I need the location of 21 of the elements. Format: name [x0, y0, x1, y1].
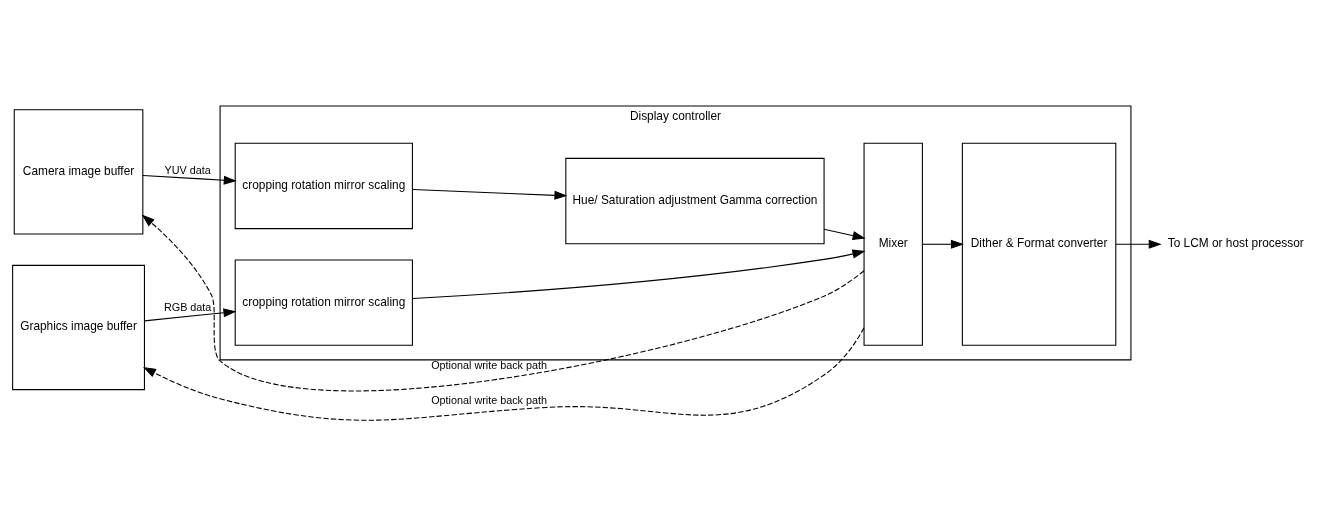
arrow — [143, 326, 865, 421]
arrow — [922, 239, 964, 249]
node-text: To LCM or host processor — [1167, 235, 1304, 250]
edge-label: Optional write back path — [431, 393, 548, 406]
node-box: Camera image buffer — [13, 108, 144, 235]
arrow — [823, 228, 866, 240]
arrow — [141, 214, 865, 391]
edge-label: YUV data — [164, 163, 211, 176]
edge-label: RGB data — [163, 300, 212, 313]
edge-label: Optional write back path — [431, 358, 548, 371]
node-box: Graphics image buffer — [12, 264, 145, 390]
node-box: Dither & Format converter — [961, 142, 1117, 346]
node-box: Hue/ Saturation adjustment Gamma correction — [565, 157, 825, 244]
arrow — [142, 174, 237, 185]
node-box: Mixer — [863, 142, 923, 346]
node-box: cropping rotation mirror scaling — [234, 142, 413, 229]
arrow — [143, 307, 237, 321]
arrow — [412, 249, 866, 299]
arrow — [1115, 239, 1162, 249]
arrow — [412, 188, 568, 200]
node-box: cropping rotation mirror scaling — [234, 258, 413, 346]
